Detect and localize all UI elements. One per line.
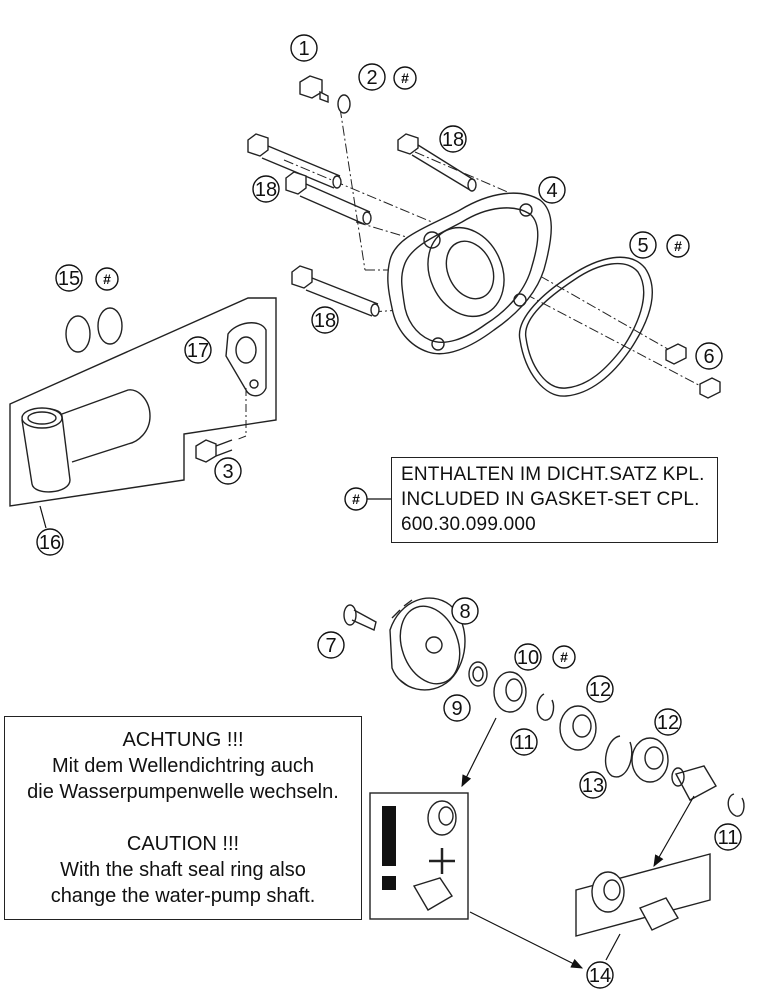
callout-15: 15 <box>55 264 83 292</box>
gasket-part-17 <box>225 322 267 397</box>
callout-16: 16 <box>36 528 64 556</box>
bearing-part-12-b <box>631 737 669 783</box>
svg-text:#: # <box>352 491 360 507</box>
callout-hash-15: # <box>95 267 119 291</box>
hose-elbow-part-16 <box>21 389 151 493</box>
callout-11-a: 11 <box>510 728 538 756</box>
caution-title-english: CAUTION !!! <box>126 833 240 855</box>
shaft-part-14 <box>671 765 717 801</box>
svg-text:18: 18 <box>255 179 277 201</box>
info-part-number: 600.30.099.000 <box>401 514 536 535</box>
caution-text-german-1: Mit dem Wellendichtring auch <box>52 755 314 777</box>
caution-text-english-2: change the water-pump shaft. <box>50 885 316 907</box>
callout-hash-5: # <box>666 234 690 258</box>
callout-hash-2: # <box>393 66 417 90</box>
group-outline-16 <box>9 297 277 507</box>
callout-18-left: 18 <box>252 175 280 203</box>
washer-part-9 <box>468 661 488 687</box>
svg-text:15: 15 <box>58 268 80 290</box>
bolt-part-18-upper-left <box>247 133 342 189</box>
callout-1: 1 <box>290 34 318 62</box>
callout-11-b: 11 <box>714 823 742 851</box>
svg-text:1: 1 <box>298 38 309 60</box>
svg-text:8: 8 <box>459 601 470 623</box>
svg-text:#: # <box>674 238 682 254</box>
svg-text:5: 5 <box>637 235 648 257</box>
svg-text:2: 2 <box>366 67 377 89</box>
o-ring-part-15-b <box>97 307 123 345</box>
caution-text-english-1: With the shaft seal ring also <box>60 859 306 881</box>
circlip-part-11-a <box>536 693 555 721</box>
callout-12-b: 12 <box>654 708 682 736</box>
plus-icon <box>429 848 455 874</box>
svg-text:12: 12 <box>657 712 679 734</box>
svg-text:17: 17 <box>187 340 209 362</box>
pump-cover-part-4 <box>387 192 552 355</box>
bolt-part-18-top <box>397 133 477 192</box>
callout-2: 2 <box>358 63 386 91</box>
caution-title-german: ACHTUNG !!! <box>122 729 244 751</box>
svg-text:#: # <box>103 271 111 287</box>
replacement-kit-box <box>575 853 711 937</box>
svg-text:13: 13 <box>582 775 604 797</box>
circlip-part-13 <box>604 735 633 778</box>
bolt-part-18-middle-left <box>285 171 372 225</box>
svg-text:18: 18 <box>442 129 464 151</box>
svg-text:16: 16 <box>39 532 61 554</box>
svg-text:11: 11 <box>514 732 535 754</box>
callout-13: 13 <box>579 771 607 799</box>
bolt-part-18-lower <box>291 265 380 317</box>
exclamation-icon <box>382 806 396 890</box>
callout-6: 6 <box>695 342 723 370</box>
gasket-set-info-box: ENTHALTEN IM DICHT.SATZ KPL. INCLUDED IN… <box>391 457 718 543</box>
callout-hash-10: # <box>552 645 576 669</box>
callout-3: 3 <box>214 457 242 485</box>
svg-text:7: 7 <box>325 635 336 657</box>
svg-text:12: 12 <box>589 679 611 701</box>
callout-7: 7 <box>317 631 345 659</box>
shaft-seal-part-10 <box>493 671 527 713</box>
svg-text:4: 4 <box>546 180 557 202</box>
svg-text:11: 11 <box>718 827 739 849</box>
shaft-kit-box <box>369 792 469 920</box>
callout-14: 14 <box>586 961 614 989</box>
svg-text:3: 3 <box>222 461 233 483</box>
svg-text:18: 18 <box>314 310 336 332</box>
dowel-sleeve-part-6 <box>665 343 721 399</box>
impeller-group <box>343 597 745 817</box>
pump-cover-group <box>247 75 721 399</box>
bearing-part-12-a <box>559 705 597 751</box>
info-line-english: INCLUDED IN GASKET-SET CPL. <box>401 489 700 510</box>
callout-17: 17 <box>184 336 212 364</box>
svg-text:#: # <box>560 649 568 665</box>
svg-text:6: 6 <box>703 346 714 368</box>
washer-part-2 <box>337 94 351 114</box>
svg-text:14: 14 <box>589 965 611 987</box>
callout-9: 9 <box>443 694 471 722</box>
reference-arrows <box>39 505 695 969</box>
o-ring-part-15-a <box>65 315 91 353</box>
screw-part-3 <box>195 439 233 463</box>
svg-text:#: # <box>401 70 409 86</box>
svg-text:10: 10 <box>517 647 539 669</box>
callout-5: 5 <box>629 231 657 259</box>
impeller-part-8 <box>389 597 466 691</box>
screw-part-7 <box>343 604 377 631</box>
caution-note-box: ACHTUNG !!! Mit dem Wellendichtring auch… <box>4 716 362 920</box>
callout-12-a: 12 <box>586 675 614 703</box>
callout-8: 8 <box>451 597 479 625</box>
gasket-part-5 <box>518 256 653 397</box>
callout-4: 4 <box>538 176 566 204</box>
callout-hash-info: # <box>344 487 368 511</box>
svg-text:9: 9 <box>451 698 462 720</box>
caution-text-german-2: die Wasserpumpenwelle wechseln. <box>27 781 339 803</box>
info-line-german: ENTHALTEN IM DICHT.SATZ KPL. <box>401 464 705 485</box>
callout-18-lower: 18 <box>311 306 339 334</box>
callout-10: 10 <box>514 643 542 671</box>
circlip-part-11-b <box>727 793 745 817</box>
hose-fitting-group <box>9 297 277 507</box>
screw-part-1 <box>299 75 329 104</box>
callout-18-top: 18 <box>439 125 467 153</box>
